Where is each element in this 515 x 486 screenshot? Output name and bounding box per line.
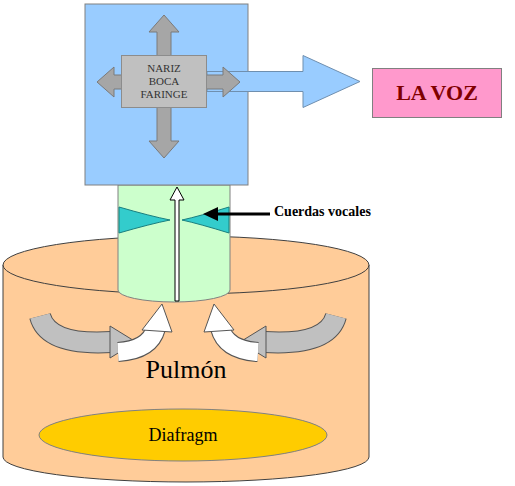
vocal-tract-box xyxy=(85,4,248,185)
diaphragm-ellipse: Diafragm xyxy=(38,408,328,462)
vocal-cord xyxy=(182,207,229,233)
output-arrow xyxy=(207,56,360,108)
lung-cylinder: PulmónDiafragm xyxy=(2,235,370,483)
node-text: Pulmón xyxy=(2,355,370,385)
four-way-arrow xyxy=(97,15,240,158)
callout-label: Cuerdas vocales xyxy=(274,204,371,220)
node-text: Diafragm xyxy=(149,424,218,446)
node-text: LA VOZ xyxy=(396,80,478,106)
leader-arrowhead xyxy=(203,207,218,221)
leader-line xyxy=(216,213,270,216)
output-box: LA VOZ xyxy=(372,68,502,118)
cylinder-top xyxy=(3,236,369,294)
vocal-cord xyxy=(119,207,170,233)
ellipse-shape xyxy=(39,409,327,461)
node-text: NARIZ BOCA FARINGE xyxy=(141,62,188,101)
cylinder-body xyxy=(3,265,369,482)
cavity-box: NARIZ BOCA FARINGE xyxy=(121,55,207,108)
